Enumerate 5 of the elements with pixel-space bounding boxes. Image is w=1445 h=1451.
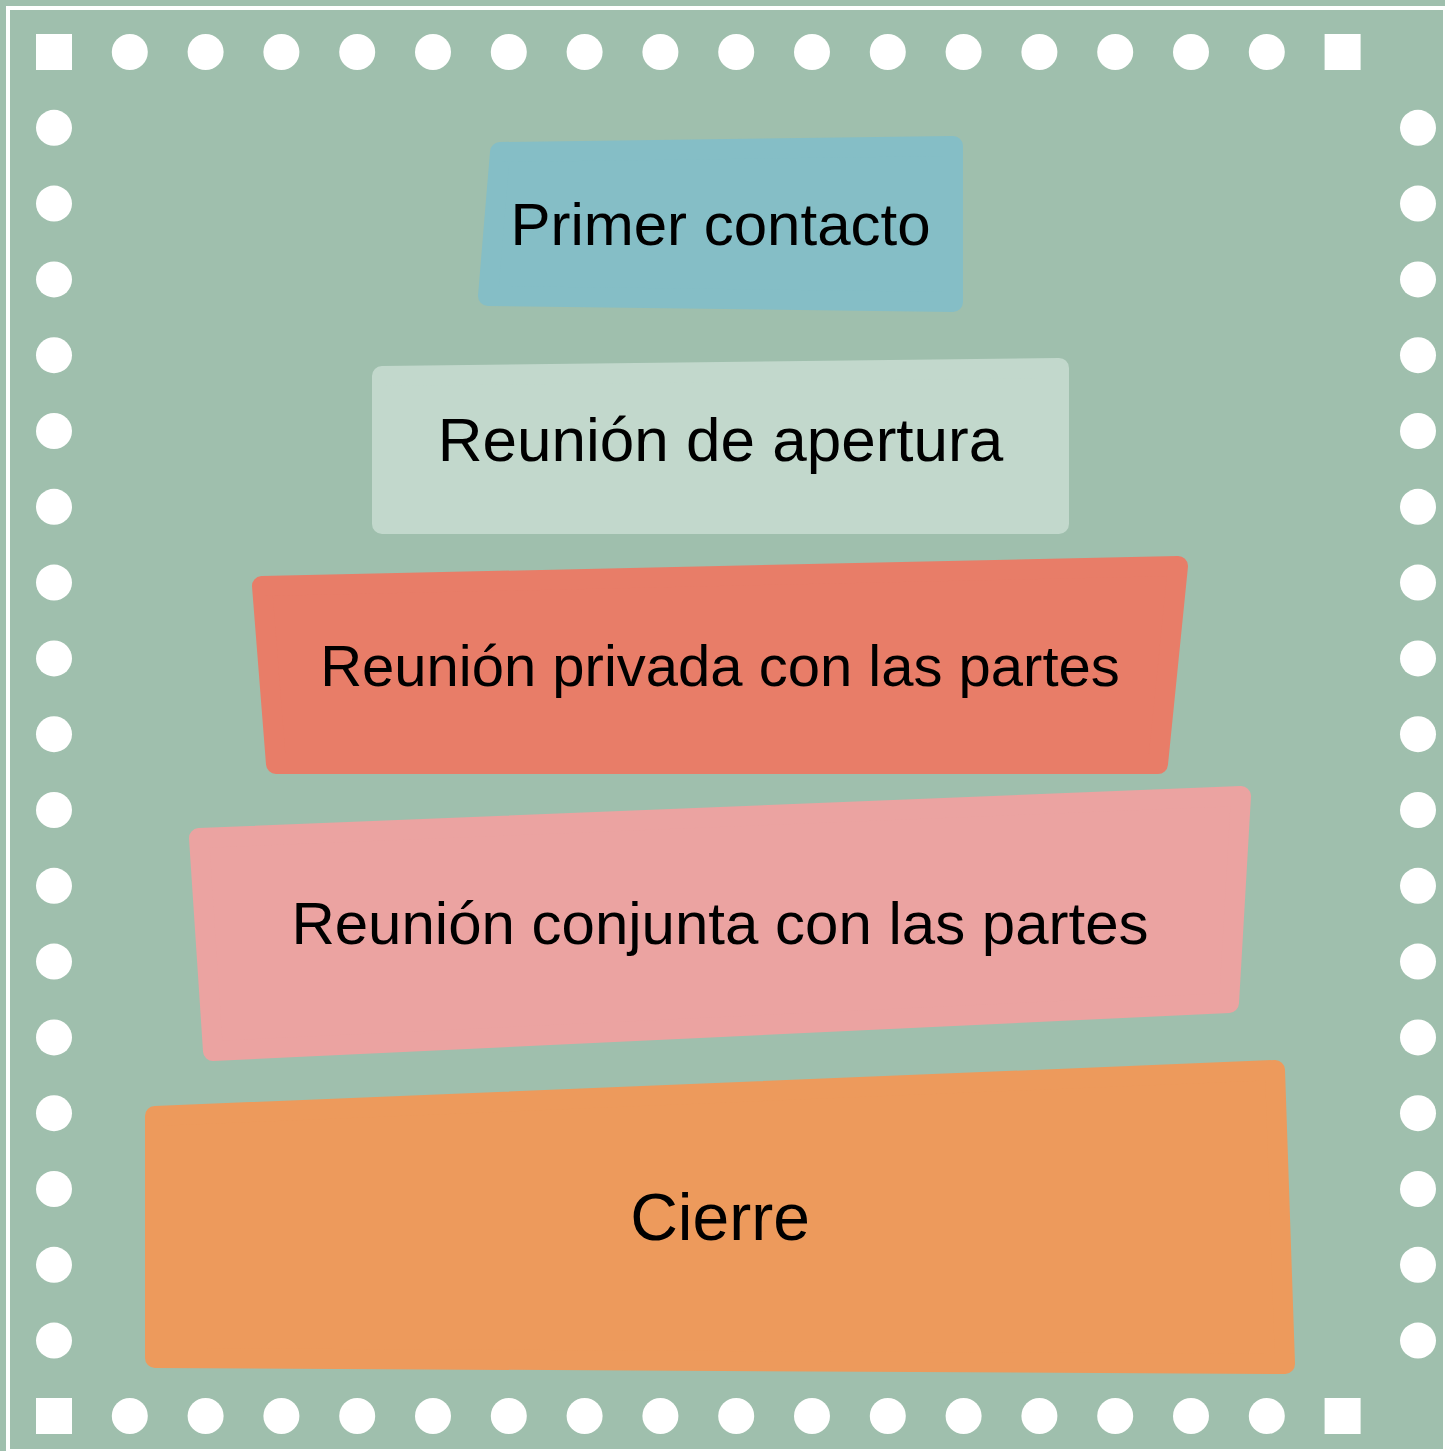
step-label: Cierre	[630, 1179, 810, 1255]
step-label: Primer contacto	[510, 189, 931, 259]
step-label: Reunión privada con las partes	[320, 631, 1120, 699]
step-label: Reunión conjunta con las partes	[291, 889, 1149, 958]
step-label: Reunión de apertura	[437, 403, 1004, 475]
